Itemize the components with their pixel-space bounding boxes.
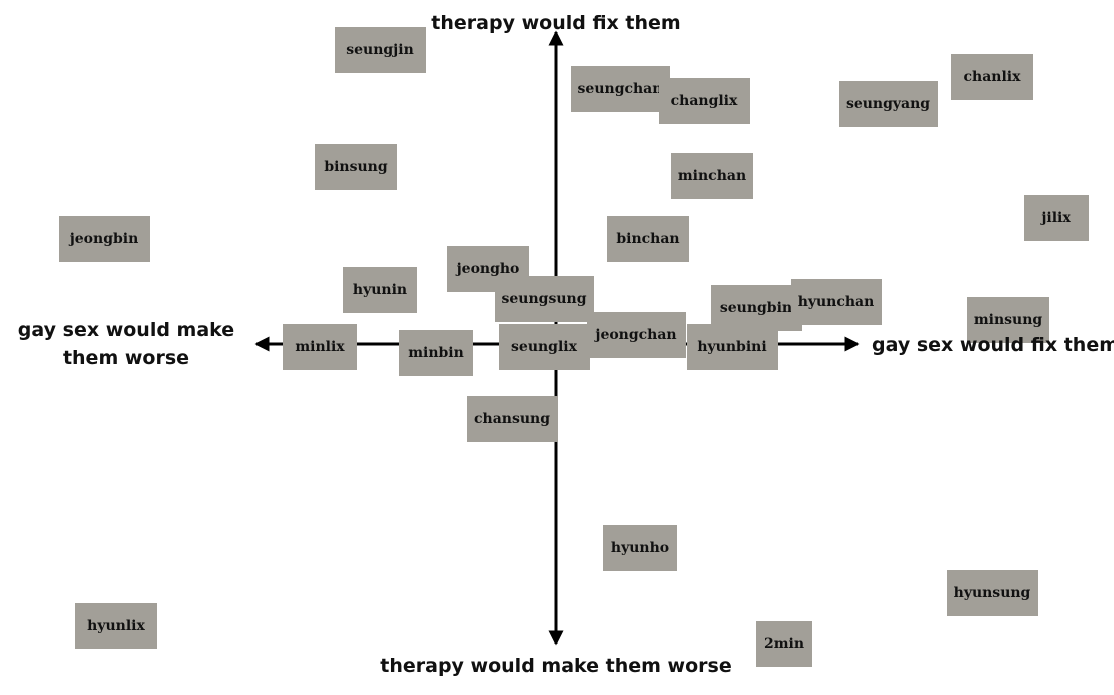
ship-tag-hyunchan: hyunchan: [790, 279, 882, 325]
ship-tag-hyunlix: hyunlix: [75, 603, 157, 649]
ship-tag-chanlix: chanlix: [951, 54, 1033, 100]
ship-tag-hyunbini: hyunbini: [686, 324, 778, 370]
ship-tag-minsung: minsung: [967, 297, 1049, 343]
ship-tag-jeongchan: jeongchan: [586, 312, 686, 358]
ship-tag-binchan: binchan: [607, 216, 689, 262]
ship-tag-minchan: minchan: [671, 153, 753, 199]
ship-tag-seunglix: seunglix: [498, 324, 590, 370]
ship-tag-seungchan: seungchan: [570, 66, 670, 112]
ship-tag-seungyang: seungyang: [838, 81, 938, 127]
axis-label-left-line-2: them worse: [62, 347, 190, 369]
ship-tag-minbin: minbin: [399, 330, 473, 376]
axis-label-right: gay sex would fix them: [872, 334, 1114, 356]
ship-tag-hyunin: hyunin: [343, 267, 417, 313]
axis-label-left: gay sex would make them worse: [18, 316, 234, 372]
ship-tag-seungsung: seungsung: [494, 276, 594, 322]
ship-tag-changlix: changlix: [658, 78, 750, 124]
ship-tag-seungbin: seungbin: [710, 285, 802, 331]
ship-tag-2min: 2min: [756, 621, 812, 667]
axis-label-top: therapy would fix them: [431, 12, 681, 34]
axis-label-left-line-1: gay sex would make: [17, 319, 235, 341]
ship-tag-hyunsung: hyunsung: [946, 570, 1038, 616]
ship-tag-minlix: minlix: [283, 324, 357, 370]
ship-tag-binsung: binsung: [315, 144, 397, 190]
ship-tag-jilix: jilix: [1023, 195, 1089, 241]
ship-tag-hyunho: hyunho: [603, 525, 677, 571]
ship-tag-chansung: chansung: [466, 396, 558, 442]
ship-tag-jeongbin: jeongbin: [58, 216, 150, 262]
ship-tag-seungjin: seungjin: [334, 27, 426, 73]
axis-label-bottom: therapy would make them worse: [380, 655, 732, 677]
